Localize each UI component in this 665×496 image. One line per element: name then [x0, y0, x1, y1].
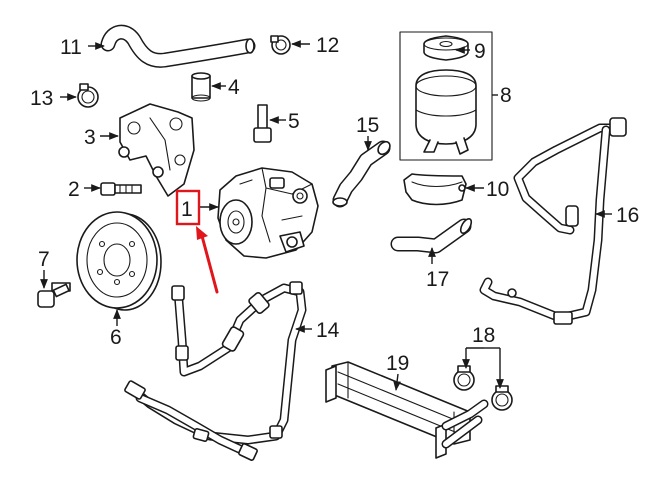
- callout-12: 12: [316, 34, 339, 57]
- callout-2: 2: [68, 178, 80, 201]
- callout-9: 9: [474, 40, 486, 63]
- part-1-highlight: [175, 189, 219, 294]
- mounting-bolt-vertical: [253, 104, 272, 143]
- upper-hose: [100, 24, 256, 68]
- fluid-cooler: [325, 361, 489, 459]
- callout-17: 17: [426, 268, 449, 291]
- callout-6: 6: [110, 326, 122, 349]
- callout-7: 7: [38, 248, 50, 271]
- hose-clamp-upper: [270, 35, 291, 55]
- fluid-reservoir: [399, 31, 493, 161]
- reservoir-cap: [423, 35, 469, 61]
- callout-13: 13: [30, 87, 53, 110]
- reservoir-hose: [390, 217, 473, 254]
- return-hose-short: [332, 140, 391, 208]
- hose-clamp-left: [77, 83, 99, 108]
- bracket-washer: [152, 166, 164, 178]
- bracket-bolt: [100, 182, 142, 196]
- callout-16: 16: [616, 204, 639, 227]
- callout-14: 14: [316, 319, 340, 342]
- callout-11: 11: [60, 36, 82, 59]
- callout-5: 5: [288, 110, 300, 133]
- power-steering-pump: [217, 167, 319, 259]
- callout-15: 15: [356, 114, 379, 137]
- callout-18: 18: [472, 324, 495, 347]
- pressure-line-assembly: [124, 281, 307, 461]
- pulley-bolt: [37, 282, 71, 308]
- return-line: [479, 117, 627, 325]
- pump-bracket: [118, 103, 195, 197]
- callout-8: 8: [500, 84, 512, 107]
- callout-1: 1: [181, 198, 193, 221]
- callout-labels: 1 2 3 4 5 6 7 8 9 10 11 12 13 14 15 16 1…: [30, 34, 639, 375]
- leader-lines: [40, 40, 612, 391]
- callout-4: 4: [228, 76, 240, 99]
- reservoir-bracket: [403, 173, 467, 206]
- callout-10: 10: [486, 178, 509, 201]
- callout-3: 3: [84, 126, 96, 149]
- bushing: [191, 72, 211, 102]
- cooler-hose-clamps: [453, 365, 513, 411]
- callout-19: 19: [386, 352, 409, 375]
- pulley: [76, 211, 162, 311]
